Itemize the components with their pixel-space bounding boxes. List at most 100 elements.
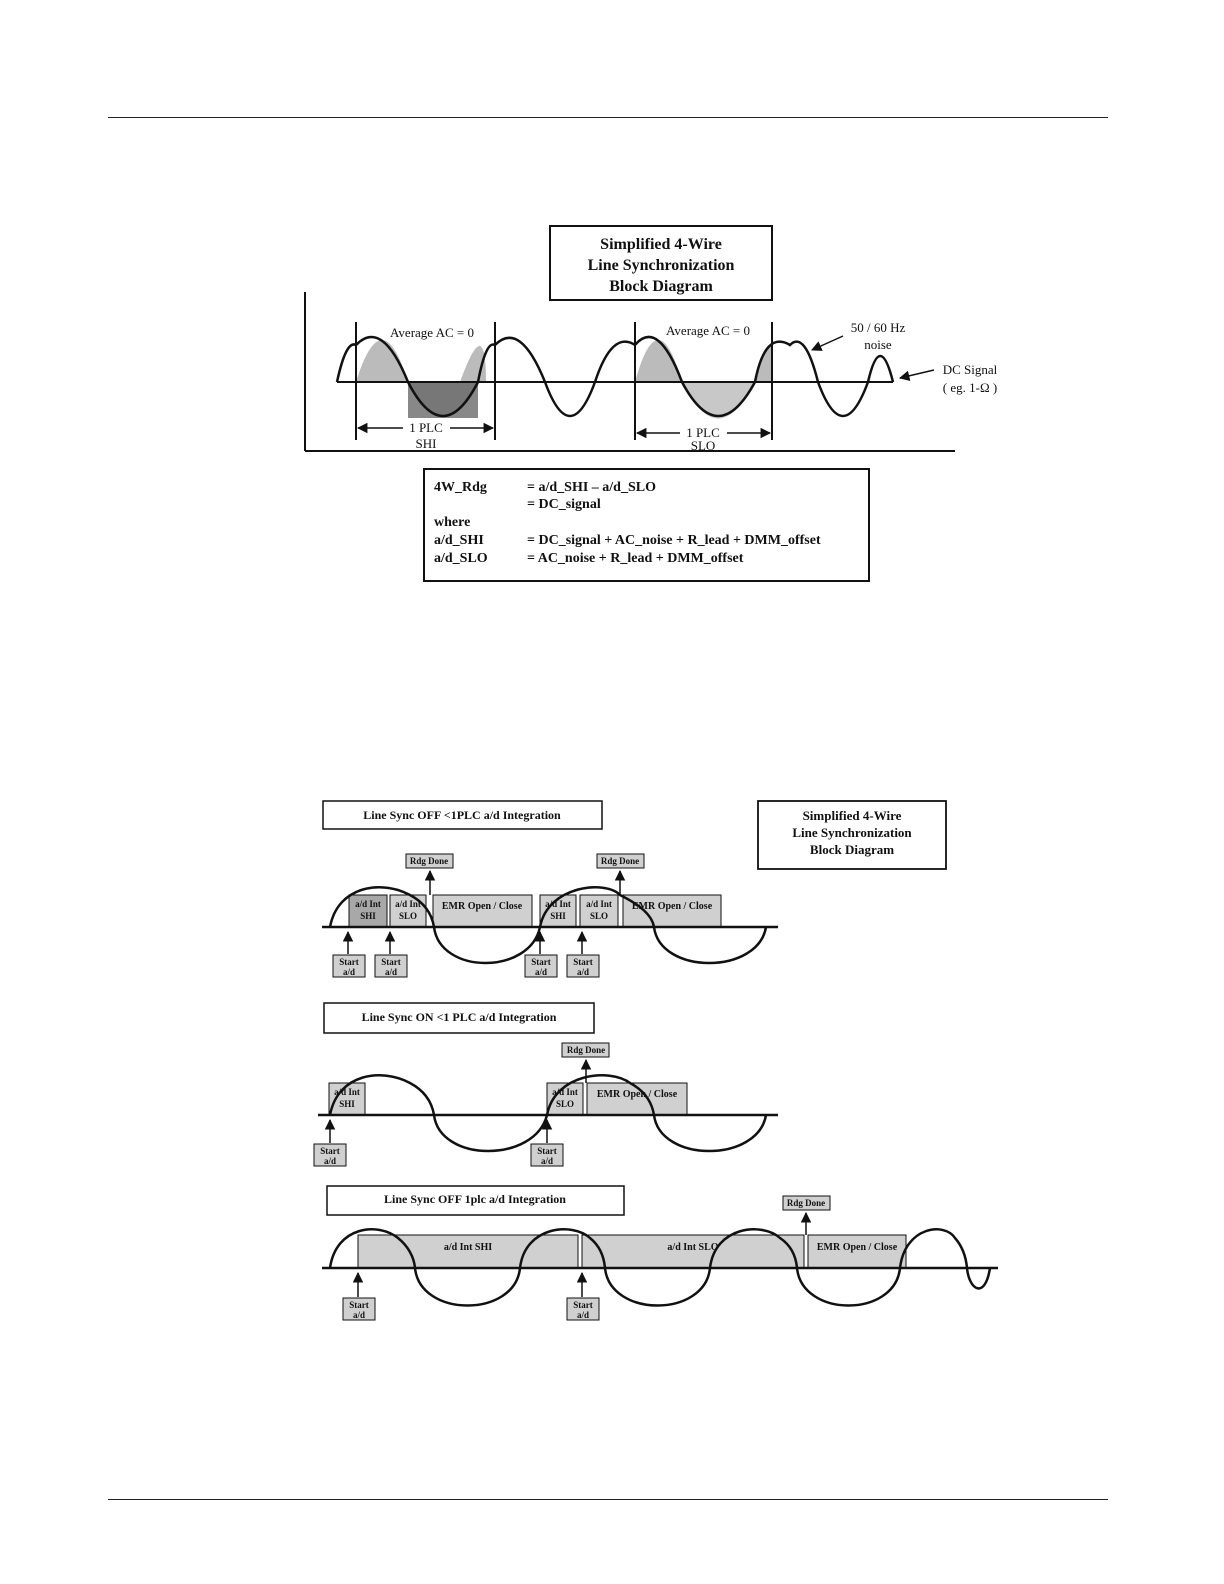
- panel-3: Line Sync OFF 1plc a/d Integration a/d I…: [322, 1185, 998, 1321]
- average-ac-right: Average AC = 0: [666, 323, 750, 338]
- panel1-start-box-3: [524, 954, 558, 978]
- panel1-emr-block-1: [432, 894, 533, 928]
- formula-row2-value: = DC_signal: [527, 497, 601, 512]
- panel2-label: Line Sync ON <1 PLC a/d Integration: [362, 1010, 557, 1024]
- formula-row3-label: where: [434, 515, 470, 530]
- formula-row1-label: 4W_Rdg: [434, 480, 487, 495]
- panel1-emr-2: EMR Open / Close: [632, 901, 713, 912]
- panel3-ad-int-shi-block: [357, 1234, 579, 1269]
- formula-row1-value: = a/d_SHI – a/d_SLO: [527, 480, 656, 495]
- panel1-emr-1: EMR Open / Close: [442, 901, 523, 912]
- panel2-ad-int-shi-l2: SHI: [339, 1099, 355, 1109]
- panel1-start-2-l2: a/d: [385, 967, 397, 977]
- slo-positive-shade-2: [755, 344, 772, 382]
- panel1-start-box-4: [566, 954, 600, 978]
- noise-label-line2: noise: [864, 337, 892, 352]
- formula-row5-label: a/d_SLO: [434, 551, 488, 566]
- panel2-start-2-l1: Start: [537, 1146, 557, 1156]
- panel2-wave: [328, 1074, 768, 1153]
- dc-label-line2: ( eg. 1-Ω ): [943, 380, 997, 395]
- panel2-ad-int-slo-l1: a/d Int: [552, 1087, 578, 1097]
- panel3-label: Line Sync OFF 1plc a/d Integration: [384, 1192, 566, 1206]
- panel2-start-1-l2: a/d: [324, 1156, 336, 1166]
- panel1-ad-int-slo-2-l2: SLO: [590, 911, 608, 921]
- diagram2-title-line3: Block Diagram: [810, 842, 894, 857]
- formula-row4-value: = DC_signal + AC_noise + R_lead + DMM_of…: [527, 533, 821, 548]
- panel1-label-box: [322, 800, 603, 830]
- panel1-rdg-done-box-2: [596, 853, 645, 869]
- panel1-ad-int-slo-1-l2: SLO: [399, 911, 417, 921]
- panel3-ad-int-shi: a/d Int SHI: [444, 1242, 492, 1253]
- panel3-start-1-l1: Start: [349, 1300, 369, 1310]
- dc-arrow: [898, 369, 935, 381]
- panel1-start-4-l1: Start: [573, 957, 593, 967]
- panel3-wave: [328, 1228, 992, 1307]
- panel3-ad-int-slo: a/d Int SLO: [667, 1242, 718, 1253]
- panel2-rdg-done: Rdg Done: [567, 1045, 605, 1055]
- dc-label-line1: DC Signal: [943, 362, 998, 377]
- plc-shi-sub: SHI: [416, 436, 437, 451]
- panel1-start-1-l1: Start: [339, 957, 359, 967]
- panel1-ad-int-slo-2-l1: a/d Int: [586, 899, 612, 909]
- panel1-ad-int-slo-1-l1: a/d Int: [395, 899, 421, 909]
- panel2-label-box: [323, 1002, 595, 1034]
- diagram1-title-box: [549, 225, 773, 301]
- panel2-start-1-l1: Start: [320, 1146, 340, 1156]
- panel2-emr: EMR Open / Close: [597, 1089, 678, 1100]
- panel3-start-box-1: [342, 1297, 376, 1321]
- slo-positive-shade: [635, 340, 682, 382]
- diagram1-title-line1: Simplified 4-Wire: [600, 236, 722, 253]
- shi-positive-shade-2: [434, 346, 486, 382]
- diagram1-title-line3: Block Diagram: [609, 278, 713, 295]
- panel3-ad-int-slo-block: [581, 1234, 805, 1269]
- panel1-start-3-l1: Start: [531, 957, 551, 967]
- formula-row5-value: = AC_noise + R_lead + DMM_offset: [527, 551, 744, 566]
- panel1-ad-int-shi-1-l1: a/d Int: [355, 899, 381, 909]
- panel1-ad-int-shi-1-l2: SHI: [360, 911, 376, 921]
- header-rule: [108, 117, 1108, 118]
- panel2-start-box-1: [313, 1143, 347, 1167]
- panel1-start-4-l2: a/d: [577, 967, 589, 977]
- panel1-rdg-done-1: Rdg Done: [410, 856, 448, 866]
- diagram2-title-line1: Simplified 4-Wire: [803, 808, 902, 823]
- slo-negative-shade: [682, 382, 755, 419]
- panel3-label-box: [326, 1185, 625, 1216]
- noise-arrow: [811, 335, 844, 351]
- diagram1-title-line2: Line Synchronization: [588, 257, 735, 274]
- panel1-start-2-l1: Start: [381, 957, 401, 967]
- panel1-ad-int-slo-block-2: [579, 894, 619, 928]
- panel-1: Line Sync OFF <1PLC a/d Integration a/d …: [322, 800, 778, 978]
- panel1-ad-int-shi-block-1: [348, 894, 388, 928]
- noise-label-line1: 50 / 60 Hz: [851, 320, 906, 335]
- panel1-rdg-done-2: Rdg Done: [601, 856, 639, 866]
- panel3-start-2-l2: a/d: [577, 1310, 589, 1320]
- panel1-rdg-done-box-1: [405, 853, 454, 869]
- panel2-start-2-l2: a/d: [541, 1156, 553, 1166]
- shi-positive-shade: [356, 340, 408, 382]
- panel1-start-3-l2: a/d: [535, 967, 547, 977]
- diagram-1: Simplified 4-Wire Line Synchronization B…: [304, 225, 998, 582]
- panel1-wave: [328, 886, 768, 965]
- panel2-ad-int-shi-l1: a/d Int: [334, 1087, 360, 1097]
- plc-shi-label: 1 PLC: [409, 420, 443, 435]
- footer-rule: [108, 1499, 1108, 1500]
- panel3-start-2-l1: Start: [573, 1300, 593, 1310]
- panel-2: Line Sync ON <1 PLC a/d Integration a/d …: [313, 1002, 778, 1167]
- formula-row4-label: a/d_SHI: [434, 533, 484, 548]
- diagram-2: Simplified 4-Wire Line Synchronization B…: [313, 800, 998, 1321]
- noise-sine-wave: [335, 335, 895, 418]
- panel3-start-box-2: [566, 1297, 600, 1321]
- panel1-label: Line Sync OFF <1PLC a/d Integration: [363, 808, 561, 822]
- panel2-start-box-2: [530, 1143, 564, 1167]
- diagram2-title-box: [757, 800, 947, 870]
- plc-slo-sub: SLO: [691, 438, 716, 453]
- formula-box: [423, 468, 870, 582]
- panel1-start-box-1: [332, 954, 366, 978]
- panel2-rdg-done-box: [561, 1042, 610, 1058]
- panel1-ad-int-shi-2-l2: SHI: [550, 911, 566, 921]
- panel3-start-1-l2: a/d: [353, 1310, 365, 1320]
- panel3-rdg-done-box: [782, 1195, 831, 1211]
- panel3-emr: EMR Open / Close: [817, 1242, 898, 1253]
- plc-slo-label: 1 PLC: [686, 425, 720, 440]
